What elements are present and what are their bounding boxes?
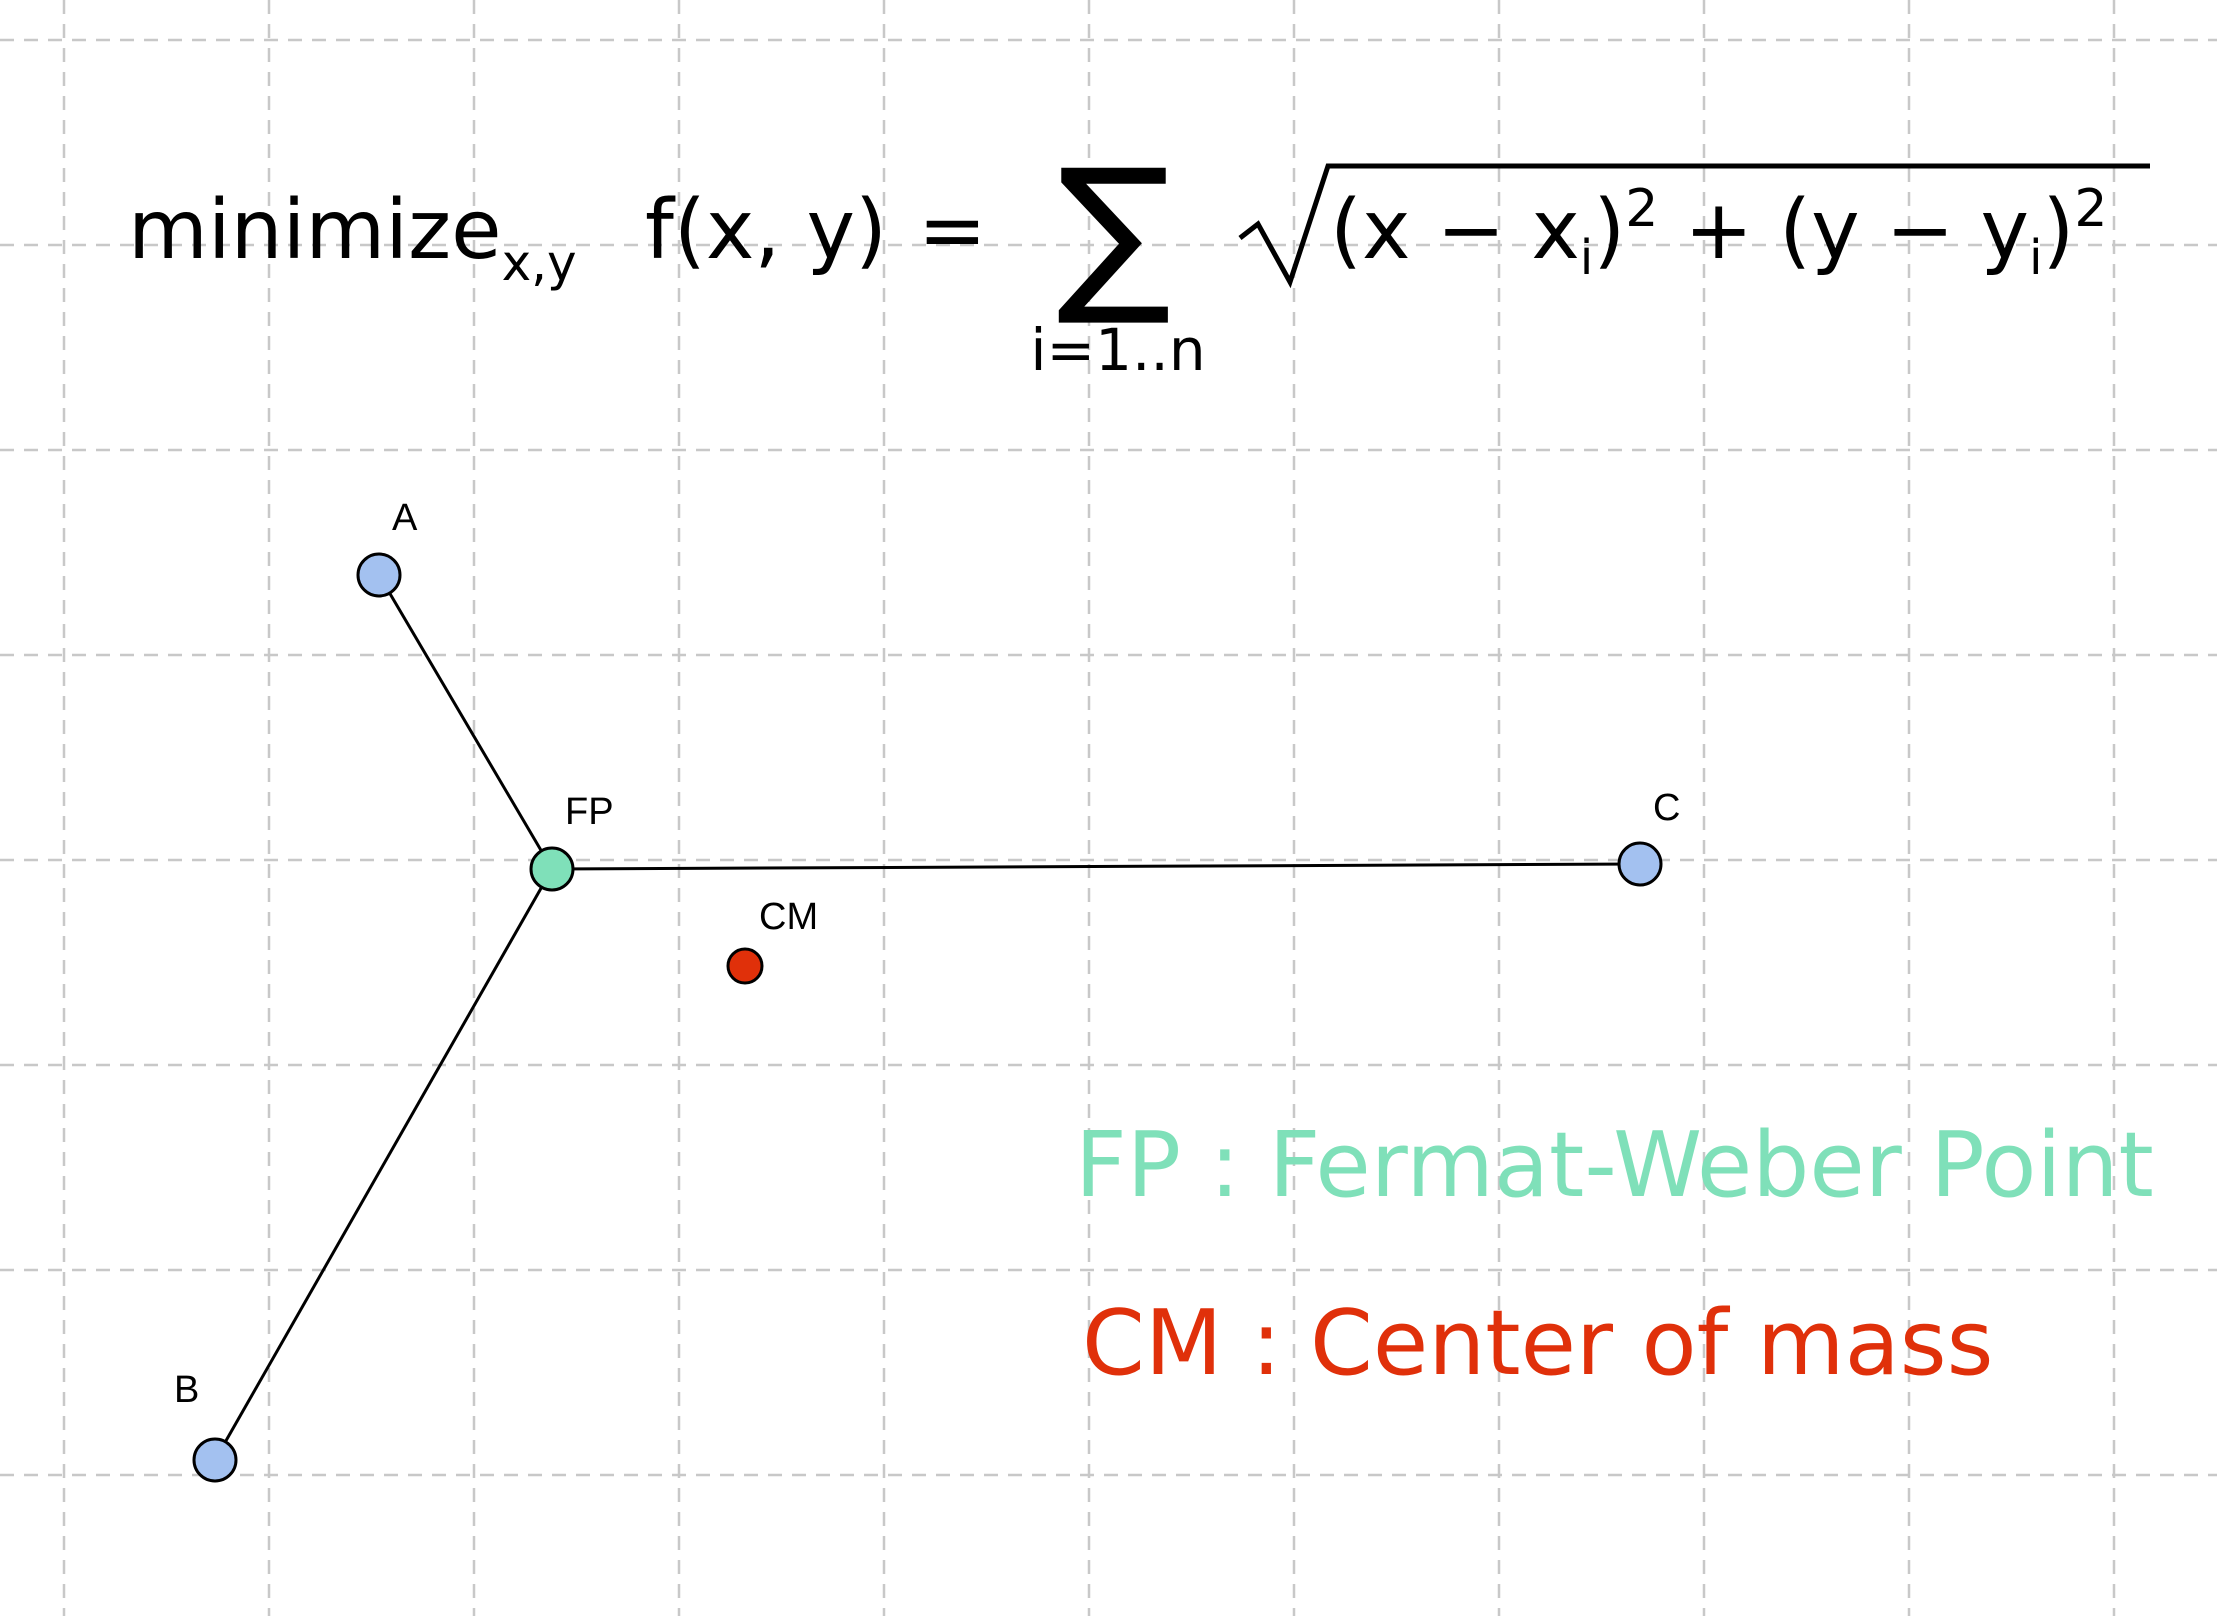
segment-b-fp — [213, 868, 554, 1461]
y-subscript: i — [2029, 230, 2042, 286]
x-power: 2 — [1625, 179, 1658, 239]
x-close: ) — [1593, 183, 1625, 278]
label-cm: CM — [759, 896, 818, 938]
legend-cm: CM : Center of mass — [1082, 1291, 1994, 1396]
sqrt-argument: (x − xi)2 + (y − yi)2 — [1330, 179, 2108, 286]
x-term: (x − x — [1330, 183, 1580, 278]
segment-a-fp — [377, 574, 554, 870]
legend-fp: FP : Fermat-Weber Point — [1075, 1113, 2154, 1218]
label-a: A — [392, 497, 418, 539]
formula-operator-subscript: x,y — [502, 234, 577, 292]
y-term: (y − y — [1779, 183, 2029, 278]
label-fp: FP — [565, 791, 614, 833]
connections — [213, 574, 1641, 1461]
sum-symbol: ∑ — [1057, 133, 1172, 331]
legend: FP : Fermat-Weber Point CM : Center of m… — [1075, 1113, 2154, 1396]
label-c: C — [1653, 787, 1680, 829]
label-b: B — [174, 1369, 199, 1411]
segment-c-fp — [551, 862, 1641, 871]
formula-equals: = — [918, 183, 987, 278]
y-power: 2 — [2074, 179, 2107, 239]
formula-function: f(x, y) — [645, 183, 887, 278]
formula-operator: minimize — [128, 183, 502, 278]
x-subscript: i — [1580, 230, 1593, 286]
sqrt-icon — [1238, 163, 2150, 289]
point-a[interactable] — [356, 552, 402, 598]
point-labels: A B C FP CM — [174, 497, 1680, 1411]
objective-formula: minimizex,y f(x, y) = ∑ i=1..n (x − xi)2… — [128, 133, 2150, 384]
point-c[interactable] — [1617, 841, 1663, 887]
point-b[interactable] — [192, 1437, 238, 1483]
points — [192, 552, 1663, 1483]
svg-text:minimizex,y: minimizex,y — [128, 183, 577, 292]
y-close: ) — [2042, 183, 2074, 278]
point-fp[interactable] — [529, 846, 575, 892]
sum-index: i=1..n — [1030, 316, 1205, 384]
plus-sign: + — [1658, 183, 1779, 278]
point-cm[interactable] — [726, 947, 764, 985]
